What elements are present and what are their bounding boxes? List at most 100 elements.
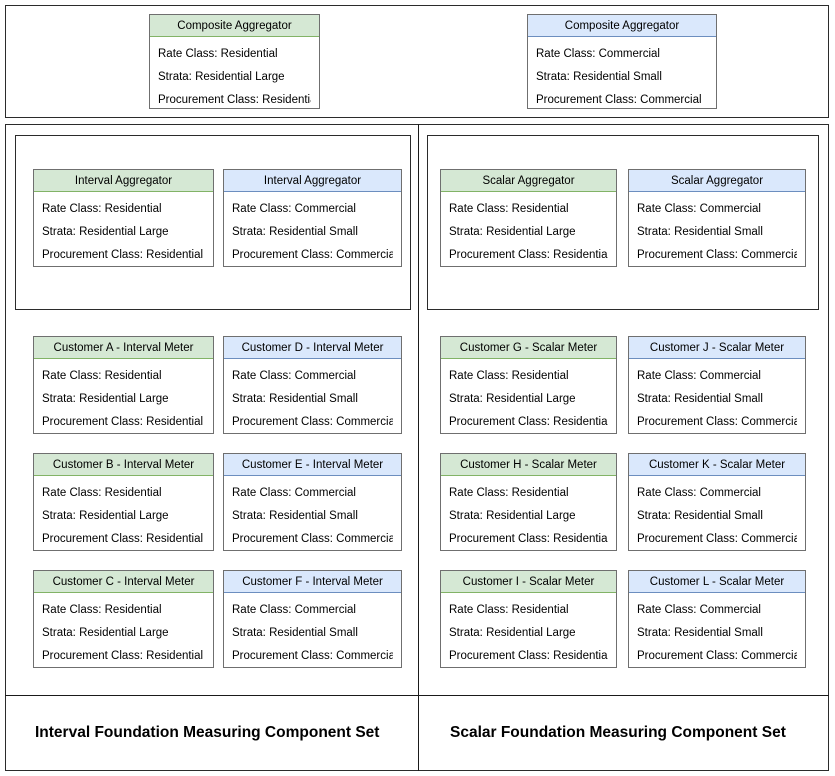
interval-aggregator-group-frame <box>15 135 411 310</box>
attribute-strata: Strata: Residential Large <box>42 627 169 639</box>
attribute-strata: Strata: Residential Small <box>637 226 763 238</box>
attribute-rate-class: Rate Class: Residential <box>42 370 162 382</box>
meter-card-customer-g[interactable]: Customer G - Scalar Meter Rate Class: Re… <box>440 336 617 434</box>
card-body: Rate Class: Residential Strata: Resident… <box>34 359 213 439</box>
card-body: Rate Class: Residential Strata: Resident… <box>34 593 213 673</box>
attribute-strata: Strata: Residential Small <box>536 71 662 83</box>
card-title: Customer F - Interval Meter <box>224 571 401 593</box>
interval-aggregator-card-residential[interactable]: Interval Aggregator Rate Class: Resident… <box>33 169 214 267</box>
attribute-rate-class: Rate Class: Residential <box>42 487 162 499</box>
attribute-rate-class: Rate Class: Residential <box>449 203 569 215</box>
attribute-rate-class: Rate Class: Commercial <box>637 604 761 616</box>
attribute-rate-class: Rate Class: Commercial <box>232 604 356 616</box>
attribute-rate-class: Rate Class: Commercial <box>637 203 761 215</box>
card-body: Rate Class: Commercial Strata: Residenti… <box>224 359 401 439</box>
attribute-strata: Strata: Residential Large <box>449 627 576 639</box>
attribute-strata: Strata: Residential Small <box>232 393 358 405</box>
scalar-aggregator-group-frame <box>427 135 819 310</box>
card-title: Customer H - Scalar Meter <box>441 454 616 476</box>
card-title: Customer G - Scalar Meter <box>441 337 616 359</box>
attribute-strata: Strata: Residential Large <box>449 226 576 238</box>
attribute-strata: Strata: Residential Small <box>232 627 358 639</box>
attribute-procurement-class: Procurement Class: Residential <box>449 416 608 428</box>
interval-aggregator-card-commercial[interactable]: Interval Aggregator Rate Class: Commerci… <box>223 169 402 267</box>
attribute-procurement-class: Procurement Class: Commercial <box>536 94 702 106</box>
attribute-rate-class: Rate Class: Commercial <box>637 370 761 382</box>
attribute-procurement-class: Procurement Class: Commercial <box>232 533 393 545</box>
attribute-strata: Strata: Residential Small <box>232 226 358 238</box>
attribute-rate-class: Rate Class: Commercial <box>232 370 356 382</box>
attribute-procurement-class: Procurement Class: Residential <box>449 650 608 662</box>
footer-divider-horizontal <box>5 695 829 696</box>
card-title: Scalar Aggregator <box>629 170 805 192</box>
card-title: Customer E - Interval Meter <box>224 454 401 476</box>
attribute-rate-class: Rate Class: Residential <box>449 487 569 499</box>
attribute-strata: Strata: Residential Large <box>449 393 576 405</box>
meter-card-customer-h[interactable]: Customer H - Scalar Meter Rate Class: Re… <box>440 453 617 551</box>
card-body: Rate Class: Commercial Strata: Residenti… <box>224 593 401 673</box>
attribute-procurement-class: Procurement Class: Residential <box>42 650 204 662</box>
card-body: Rate Class: Residential Strata: Resident… <box>150 37 319 117</box>
card-body: Rate Class: Commercial Strata: Residenti… <box>224 192 401 272</box>
card-title: Composite Aggregator <box>150 15 319 37</box>
composite-aggregator-frame <box>5 5 829 118</box>
meter-card-customer-d[interactable]: Customer D - Interval Meter Rate Class: … <box>223 336 402 434</box>
meter-card-customer-i[interactable]: Customer I - Scalar Meter Rate Class: Re… <box>440 570 617 668</box>
attribute-procurement-class: Procurement Class: Residential <box>158 94 311 106</box>
card-body: Rate Class: Commercial Strata: Residenti… <box>528 37 716 117</box>
attribute-procurement-class: Procurement Class: Commercial <box>637 533 797 545</box>
card-title: Composite Aggregator <box>528 15 716 37</box>
card-body: Rate Class: Residential Strata: Resident… <box>34 192 213 272</box>
card-title: Interval Aggregator <box>34 170 213 192</box>
attribute-strata: Strata: Residential Small <box>637 627 763 639</box>
meter-card-customer-a[interactable]: Customer A - Interval Meter Rate Class: … <box>33 336 214 434</box>
scalar-set-label: Scalar Foundation Measuring Component Se… <box>450 724 786 741</box>
meter-card-customer-e[interactable]: Customer E - Interval Meter Rate Class: … <box>223 453 402 551</box>
attribute-procurement-class: Procurement Class: Commercial <box>637 650 797 662</box>
card-title: Scalar Aggregator <box>441 170 616 192</box>
attribute-rate-class: Rate Class: Commercial <box>232 203 356 215</box>
scalar-aggregator-card-commercial[interactable]: Scalar Aggregator Rate Class: Commercial… <box>628 169 806 267</box>
meter-card-customer-l[interactable]: Customer L - Scalar Meter Rate Class: Co… <box>628 570 806 668</box>
card-title: Customer C - Interval Meter <box>34 571 213 593</box>
set-divider-vertical <box>418 124 419 771</box>
attribute-procurement-class: Procurement Class: Residential <box>42 416 204 428</box>
card-title: Customer I - Scalar Meter <box>441 571 616 593</box>
attribute-rate-class: Rate Class: Commercial <box>536 48 660 60</box>
meter-card-customer-c[interactable]: Customer C - Interval Meter Rate Class: … <box>33 570 214 668</box>
meter-card-customer-b[interactable]: Customer B - Interval Meter Rate Class: … <box>33 453 214 551</box>
card-body: Rate Class: Residential Strata: Resident… <box>441 359 616 439</box>
card-body: Rate Class: Residential Strata: Resident… <box>441 192 616 272</box>
meter-card-customer-f[interactable]: Customer F - Interval Meter Rate Class: … <box>223 570 402 668</box>
card-body: Rate Class: Commercial Strata: Residenti… <box>629 476 805 556</box>
attribute-strata: Strata: Residential Small <box>637 393 763 405</box>
card-body: Rate Class: Commercial Strata: Residenti… <box>629 593 805 673</box>
attribute-strata: Strata: Residential Small <box>232 510 358 522</box>
attribute-rate-class: Rate Class: Residential <box>42 203 162 215</box>
card-title: Customer B - Interval Meter <box>34 454 213 476</box>
card-body: Rate Class: Commercial Strata: Residenti… <box>224 476 401 556</box>
meter-card-customer-j[interactable]: Customer J - Scalar Meter Rate Class: Co… <box>628 336 806 434</box>
interval-set-label: Interval Foundation Measuring Component … <box>35 724 380 741</box>
card-title: Customer K - Scalar Meter <box>629 454 805 476</box>
card-title: Customer J - Scalar Meter <box>629 337 805 359</box>
attribute-procurement-class: Procurement Class: Residential <box>449 533 608 545</box>
attribute-rate-class: Rate Class: Commercial <box>637 487 761 499</box>
attribute-strata: Strata: Residential Small <box>637 510 763 522</box>
attribute-rate-class: Rate Class: Residential <box>158 48 278 60</box>
composite-aggregator-card-residential[interactable]: Composite Aggregator Rate Class: Residen… <box>149 14 320 109</box>
attribute-procurement-class: Procurement Class: Commercial <box>232 416 393 428</box>
composite-aggregator-card-commercial[interactable]: Composite Aggregator Rate Class: Commerc… <box>527 14 717 109</box>
card-title: Customer A - Interval Meter <box>34 337 213 359</box>
card-body: Rate Class: Residential Strata: Resident… <box>34 476 213 556</box>
attribute-strata: Strata: Residential Large <box>42 393 169 405</box>
attribute-procurement-class: Procurement Class: Commercial <box>232 249 393 261</box>
attribute-procurement-class: Procurement Class: Residential <box>449 249 608 261</box>
attribute-procurement-class: Procurement Class: Commercial <box>637 416 797 428</box>
card-body: Rate Class: Residential Strata: Resident… <box>441 476 616 556</box>
meter-card-customer-k[interactable]: Customer K - Scalar Meter Rate Class: Co… <box>628 453 806 551</box>
scalar-aggregator-card-residential[interactable]: Scalar Aggregator Rate Class: Residentia… <box>440 169 617 267</box>
card-body: Rate Class: Commercial Strata: Residenti… <box>629 192 805 272</box>
attribute-rate-class: Rate Class: Residential <box>42 604 162 616</box>
